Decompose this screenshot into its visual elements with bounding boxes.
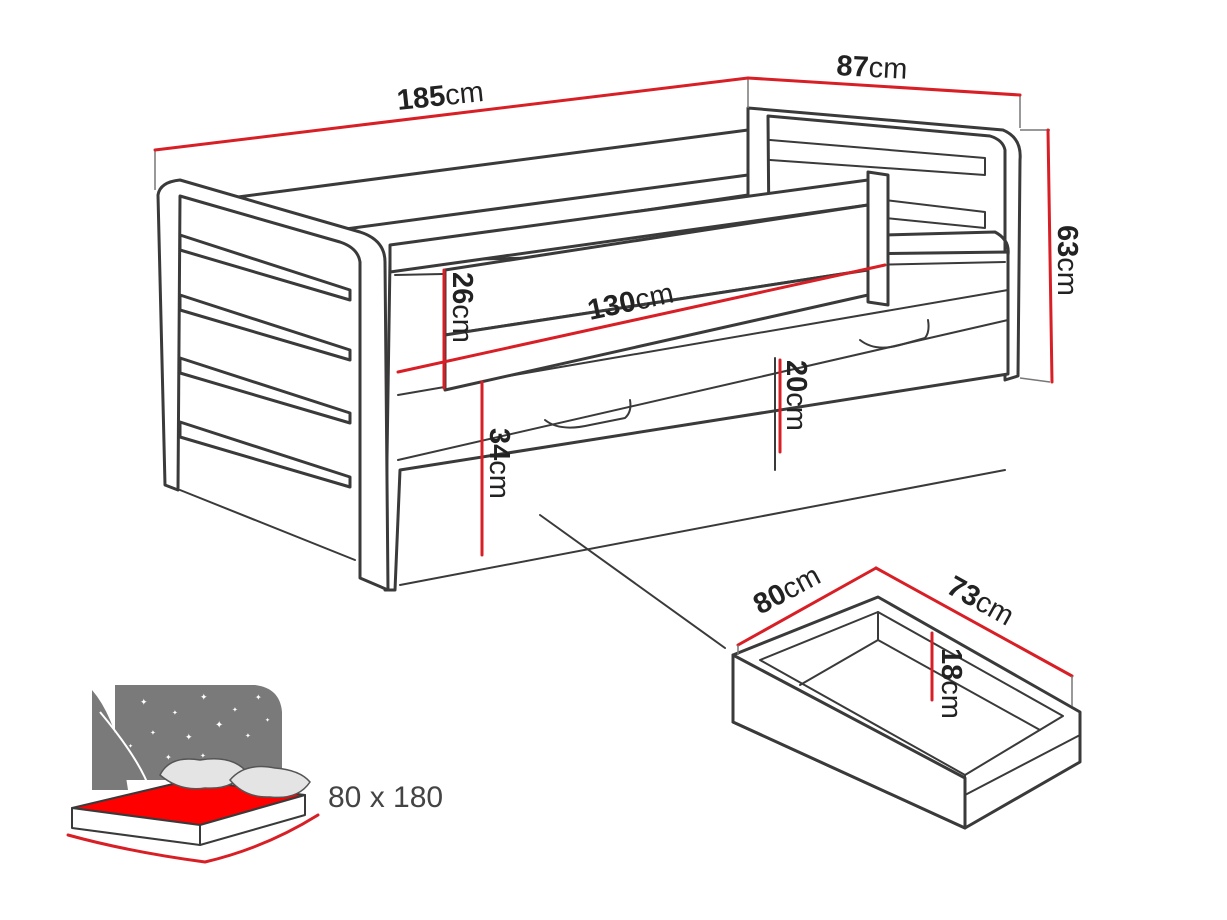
- mattress-side: [199, 794, 306, 846]
- bed-inner-back-edge: [336, 173, 750, 232]
- drawer-front-height-label: 20cm: [780, 360, 812, 431]
- depth-dimension-line: [746, 76, 1022, 97]
- svg-text:✦: ✦: [185, 733, 193, 743]
- guard-length-dimension-line: [396, 263, 887, 374]
- drawer-handle-left: [544, 399, 632, 429]
- drawer-bottom-edge: [399, 469, 1006, 586]
- drawer-front-panel: [731, 653, 967, 830]
- pillow-left: [159, 758, 246, 790]
- drawer-depth-label: 73cm: [942, 570, 1020, 632]
- drawer-detail: 80cm 73cm 18cm: [731, 560, 1082, 830]
- drawer-inner-rim: [759, 611, 1064, 776]
- svg-text:✦: ✦: [172, 709, 178, 717]
- moon-curve: [99, 711, 151, 791]
- svg-text:✦: ✦: [245, 732, 251, 740]
- stars-icon: ✦ ✦ ✦ ✦ ✦ ✦ ✦ ✦ ✦ ✦ ✦ ✦ ✦: [128, 693, 270, 762]
- ext-height-bottom: [1019, 377, 1051, 383]
- length-label: 185cm: [395, 76, 485, 117]
- side-height-label: 34cm: [483, 428, 515, 499]
- headboard-slat-2: [178, 293, 352, 362]
- svg-text:✦: ✦: [265, 717, 270, 724]
- drawer-width-dimension-line: [736, 566, 878, 647]
- guard-post: [866, 170, 890, 307]
- svg-text:✦: ✦: [165, 753, 172, 762]
- headboard-slat-4: [178, 420, 352, 489]
- svg-text:✦: ✦: [200, 752, 206, 760]
- bed-labels: 185cm 87cm 63cm 130cm 26cm 20cm 34cm: [395, 50, 1083, 499]
- bed-back-top-edge: [213, 128, 750, 202]
- drawer-height-label: 18cm: [935, 648, 967, 719]
- drawer-depth-dimension-line: [874, 566, 1074, 678]
- svg-text:✦: ✦: [140, 698, 148, 708]
- headboard-bottom: [179, 489, 356, 561]
- mattress-dimension-arc: [66, 813, 320, 864]
- night-sky-left: [92, 690, 128, 790]
- bed-dimension-lines: [153, 76, 1054, 557]
- drawer-width-label: 80cm: [748, 560, 826, 622]
- drawer-handle-right: [859, 319, 930, 349]
- svg-text:✦: ✦: [255, 693, 262, 702]
- headboard-rail-low: [884, 199, 986, 229]
- headboard-slat-3: [178, 356, 352, 425]
- bed-drawing: [156, 106, 1022, 592]
- mattress-size-label: 80 x 180: [328, 781, 443, 814]
- drawer-front-lip: [964, 734, 1081, 796]
- height-label: 63cm: [1051, 225, 1083, 296]
- svg-text:✦: ✦: [150, 729, 156, 737]
- night-sky-icon: [115, 685, 282, 780]
- depth-label: 87cm: [836, 50, 909, 86]
- length-dimension-line: [153, 76, 750, 152]
- right-headboard: [746, 106, 1022, 382]
- mattress-icon: ✦ ✦ ✦ ✦ ✦ ✦ ✦ ✦ ✦ ✦ ✦ ✦ ✦ 80 x 180: [66, 685, 443, 864]
- svg-text:✦: ✦: [200, 693, 208, 703]
- headboard-slat-1: [178, 233, 352, 302]
- drawer-leader-line: [539, 514, 726, 649]
- guard-height-label: 26cm: [446, 272, 478, 343]
- headboard-rail-top: [769, 139, 986, 176]
- drawer-inner-left: [799, 639, 879, 686]
- pillow-right: [229, 765, 311, 799]
- svg-text:✦: ✦: [215, 720, 223, 731]
- left-headboard: [156, 178, 390, 592]
- svg-text:✦: ✦: [232, 706, 238, 714]
- height-dimension-line: [1046, 128, 1054, 384]
- svg-text:✦: ✦: [128, 743, 133, 750]
